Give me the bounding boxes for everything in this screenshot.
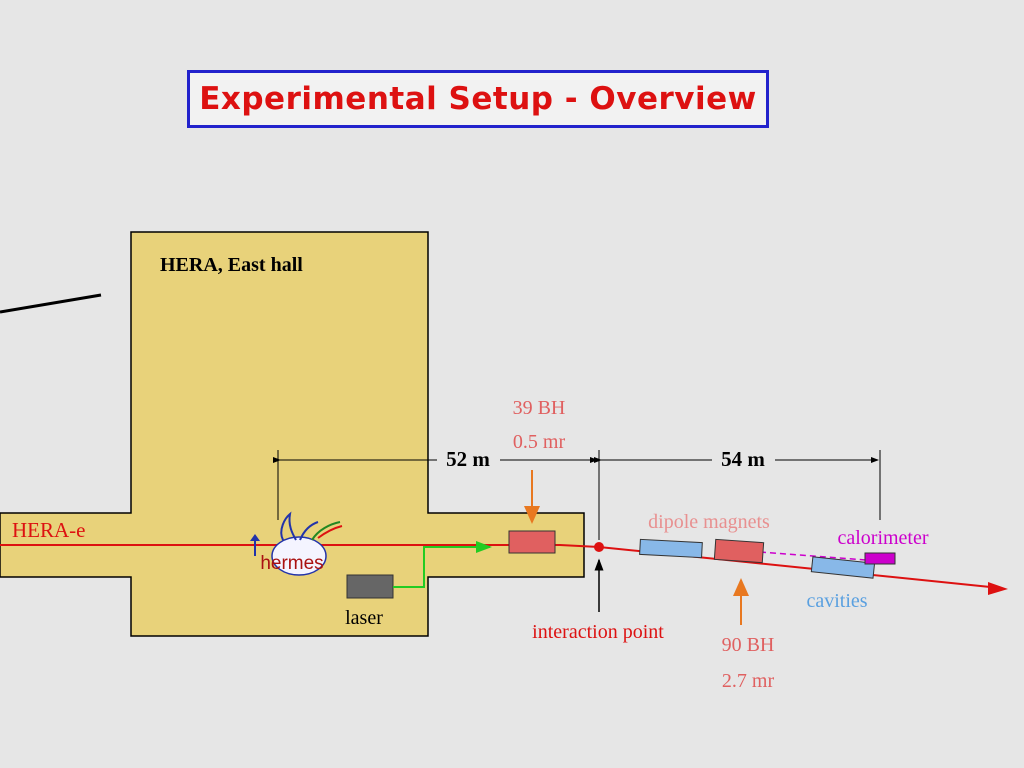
beamline-stub <box>0 293 102 314</box>
bh90-line2: 2.7 mr <box>722 670 775 692</box>
calorimeter-box <box>864 552 896 565</box>
page-title: Experimental Setup - Overview <box>199 81 757 117</box>
detector-label: hermes <box>260 553 323 574</box>
bh39-line2: 0.5 mr <box>513 431 566 453</box>
laser-box <box>346 574 394 599</box>
hall-label: HERA, East hall <box>160 254 303 276</box>
bh39-line1: 39 BH <box>513 397 566 419</box>
dipole-magnet-1 <box>639 538 703 559</box>
interaction-point-marker <box>594 542 604 552</box>
magnet-39bh <box>508 530 556 554</box>
laser-label: laser <box>345 607 383 629</box>
cavity-magnet <box>810 556 876 579</box>
beam-arrow-icon <box>988 582 1008 595</box>
distance-54: 54 m <box>721 447 765 471</box>
laser-path <box>393 541 492 588</box>
distance-52: 52 m <box>446 447 490 471</box>
hermes-logo-icon <box>250 511 343 576</box>
cavities-label: cavities <box>806 590 867 612</box>
beam-label: HERA-e <box>12 518 85 542</box>
dipole-label: dipole magnets <box>648 511 770 533</box>
title-box: Experimental Setup - Overview <box>187 70 769 128</box>
east-hall <box>0 231 585 637</box>
interaction-label: interaction point <box>532 621 664 643</box>
magnet-90bh <box>713 538 765 564</box>
photon-line <box>759 551 867 561</box>
bh90-line1: 90 BH <box>722 634 775 656</box>
calorimeter-label: calorimeter <box>837 527 928 549</box>
